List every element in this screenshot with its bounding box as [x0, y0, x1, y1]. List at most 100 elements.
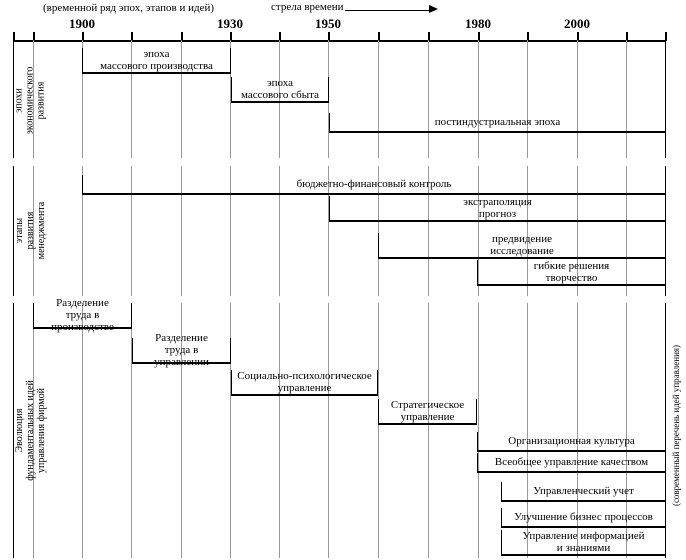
grid-line	[478, 166, 479, 296]
grid-line	[131, 40, 132, 158]
axis-tick	[428, 32, 430, 41]
grid-line	[33, 303, 34, 558]
series-note: (временной ряд эпох, этапов и идей)	[43, 2, 215, 14]
grid-line	[428, 166, 429, 296]
timeline-bar-label: Управленческий учет	[533, 485, 634, 497]
grid-line	[33, 40, 34, 158]
grid-line	[181, 303, 182, 558]
axis-year-label: 1980	[465, 16, 491, 31]
axis-tick	[230, 32, 232, 41]
grid-line	[131, 166, 132, 296]
axis-tick	[279, 32, 281, 41]
axis-tick	[527, 32, 529, 41]
section-frame-line	[13, 166, 14, 296]
section-frame-line	[13, 303, 14, 558]
grid-line	[478, 303, 479, 558]
time-axis-line	[13, 40, 666, 42]
grid-line	[577, 303, 578, 558]
grid-line	[131, 303, 132, 558]
caption-line: развития	[24, 211, 36, 249]
axis-tick	[478, 32, 480, 41]
section-frame-line	[665, 40, 666, 158]
grid-line	[181, 166, 182, 296]
grid-line	[230, 303, 231, 558]
caption-line: этапы	[13, 217, 25, 243]
axis-year-label: 1950	[315, 16, 341, 31]
grid-line	[478, 40, 479, 158]
axis-tick	[328, 32, 330, 41]
grid-line	[626, 166, 627, 296]
grid-line	[279, 303, 280, 558]
grid-line	[279, 166, 280, 296]
time-arrow-line	[345, 10, 433, 11]
axis-tick	[33, 32, 35, 41]
time-arrow-label: стрела времени	[271, 1, 344, 13]
axis-tick	[13, 32, 15, 41]
grid-line	[82, 303, 83, 558]
grid-line	[378, 303, 379, 558]
axis-tick	[577, 32, 579, 41]
axis-tick	[82, 32, 84, 41]
axis-year-label: 1900	[69, 16, 95, 31]
grid-line	[527, 303, 528, 558]
axis-year-label: 1930	[217, 16, 243, 31]
section-frame-line	[665, 166, 666, 296]
grid-line	[626, 40, 627, 158]
timeline-bar-label: бюджетно-финансовый контроль	[296, 178, 452, 190]
grid-line	[33, 166, 34, 296]
caption-line: фундаментальных идей	[24, 379, 36, 481]
grid-line	[279, 40, 280, 158]
time-arrow-head-icon	[429, 5, 438, 13]
timeline-bar-label: Улучшение бизнес процессов	[514, 511, 653, 523]
grid-line	[378, 40, 379, 158]
timeline-bar: Улучшение бизнес процессов	[501, 508, 665, 528]
grid-line	[577, 166, 578, 296]
timeline-bar-label: Всеобщее управление качеством	[494, 456, 649, 468]
grid-line	[626, 303, 627, 558]
timeline-bar: бюджетно-финансовый контроль	[82, 175, 665, 195]
timeline-bar: Управленческий учет	[501, 482, 665, 502]
timeline-bar-label: Организационная культура	[508, 435, 635, 447]
grid-line	[527, 166, 528, 296]
timeline-bar: постиндустриальная эпоха	[329, 113, 665, 133]
axis-tick	[378, 32, 380, 41]
axis-tick	[131, 32, 133, 41]
section-frame-line	[665, 303, 666, 558]
caption-line: эпохи	[13, 87, 25, 113]
grid-line	[577, 40, 578, 158]
caption-line: менеджмента	[35, 201, 47, 259]
timeline-bar: Всеобщее управление качеством	[477, 453, 665, 473]
caption-line: развития	[35, 81, 47, 119]
caption-line: (современный перечень идей управления)	[670, 344, 681, 506]
right-caption-modern-ideas-list: (современный перечень идей управления)	[671, 344, 682, 505]
grid-line	[82, 40, 83, 158]
grid-line	[428, 303, 429, 558]
grid-line	[527, 40, 528, 158]
caption-line: Эволюция	[13, 408, 25, 452]
timeline-bar-label: постиндустриальная эпоха	[434, 116, 561, 128]
grid-line	[82, 166, 83, 296]
axis-year-label: 2000	[564, 16, 590, 31]
grid-line	[378, 166, 379, 296]
grid-line	[181, 40, 182, 158]
